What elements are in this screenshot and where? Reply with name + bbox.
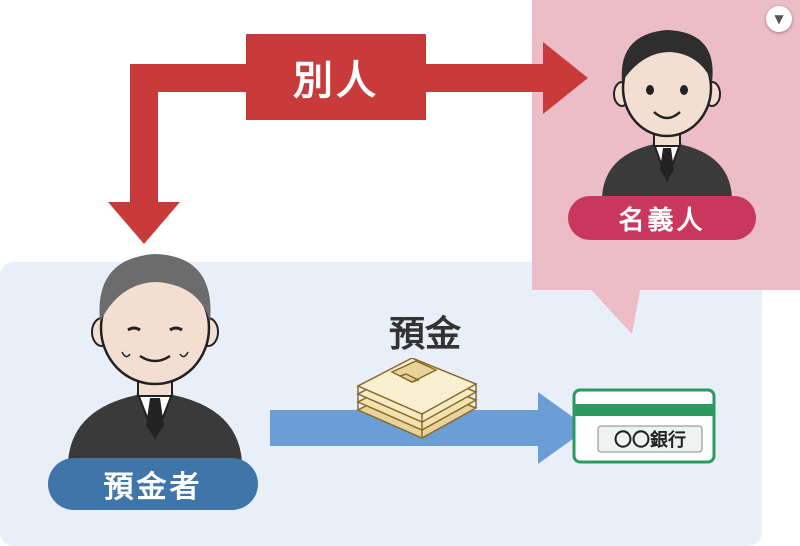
nominee-panel-tail	[582, 280, 642, 334]
cash-bundle-icon	[356, 358, 478, 439]
depositor-label: 預金者	[48, 458, 258, 510]
bank-name: 〇〇銀行	[614, 429, 686, 451]
other-person-badge: 別人	[246, 34, 426, 120]
chevron-down-icon[interactable]: ▼	[766, 6, 792, 32]
nominee-person-icon	[602, 30, 732, 198]
depositor-person-icon	[68, 254, 242, 462]
deposit-label: 預金	[388, 314, 461, 355]
nominee-label: 名義人	[568, 196, 756, 240]
bank-card-icon: 〇〇銀行	[572, 388, 716, 464]
